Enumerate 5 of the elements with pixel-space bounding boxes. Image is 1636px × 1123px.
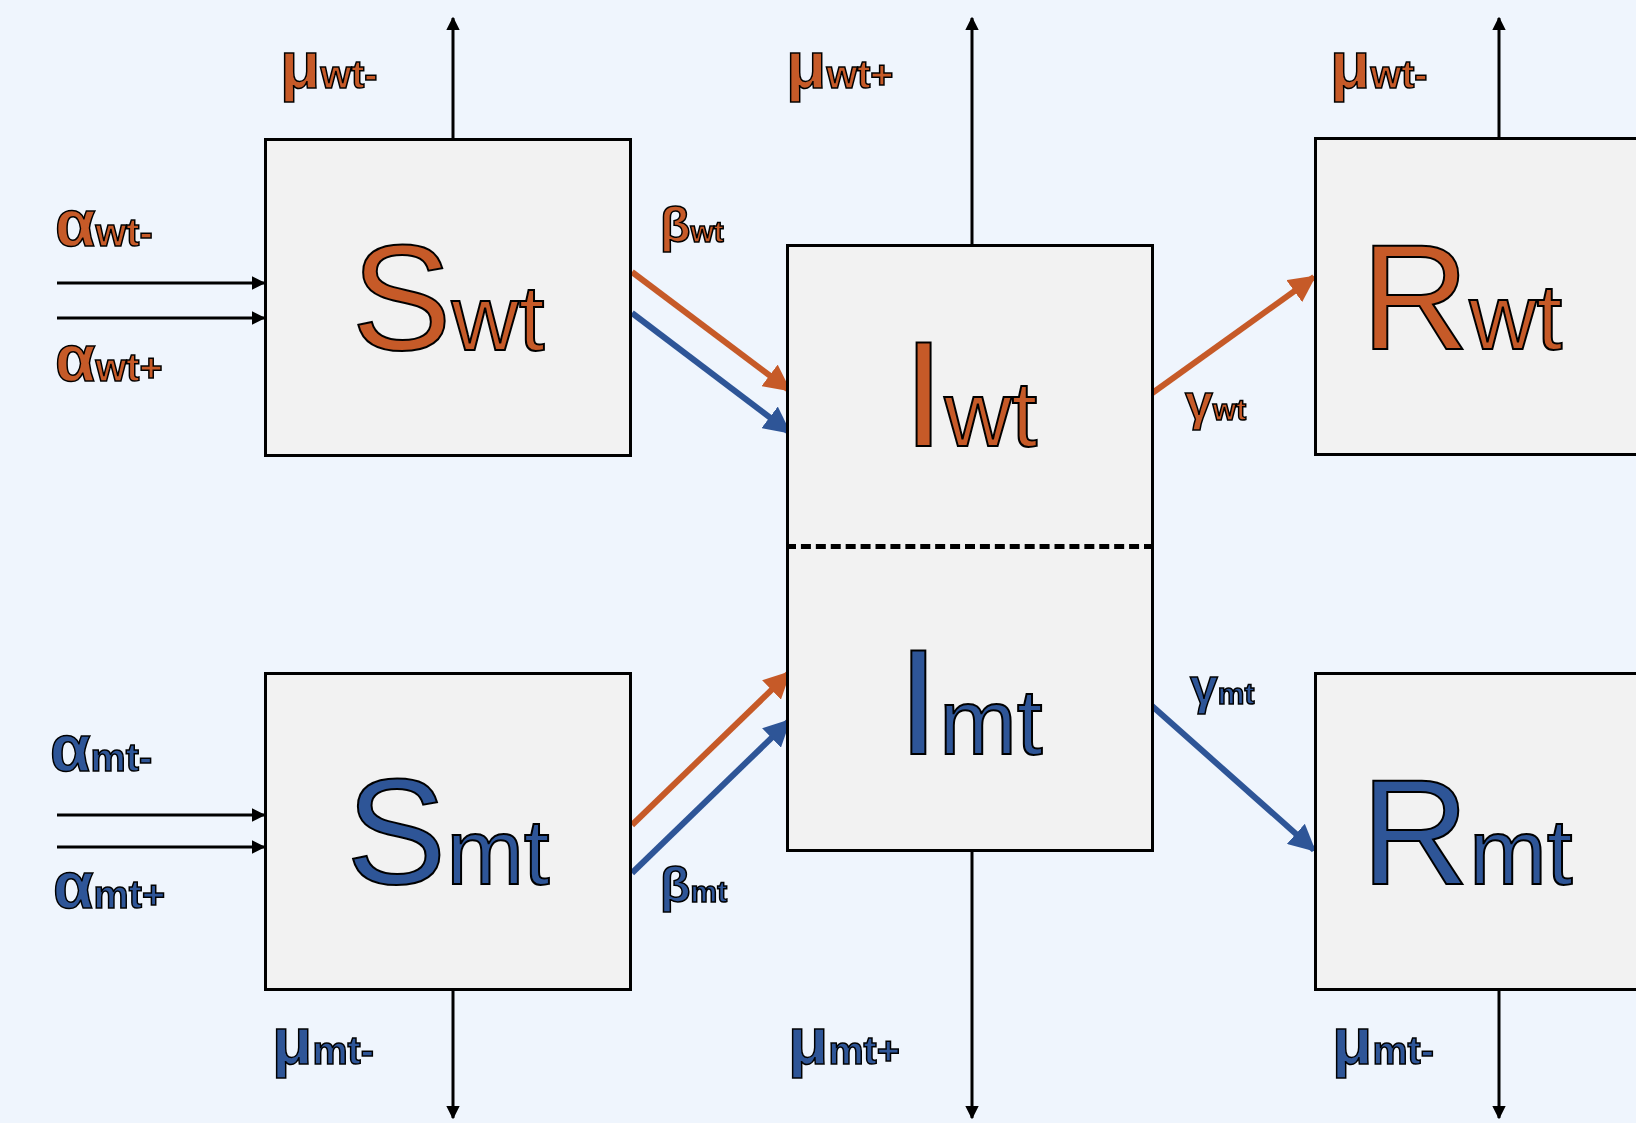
compartment-box (786, 244, 1154, 852)
compartment-box (1314, 137, 1636, 456)
compartment-box (1314, 672, 1636, 991)
compartment-box (264, 138, 632, 457)
compartment-box (264, 672, 632, 991)
